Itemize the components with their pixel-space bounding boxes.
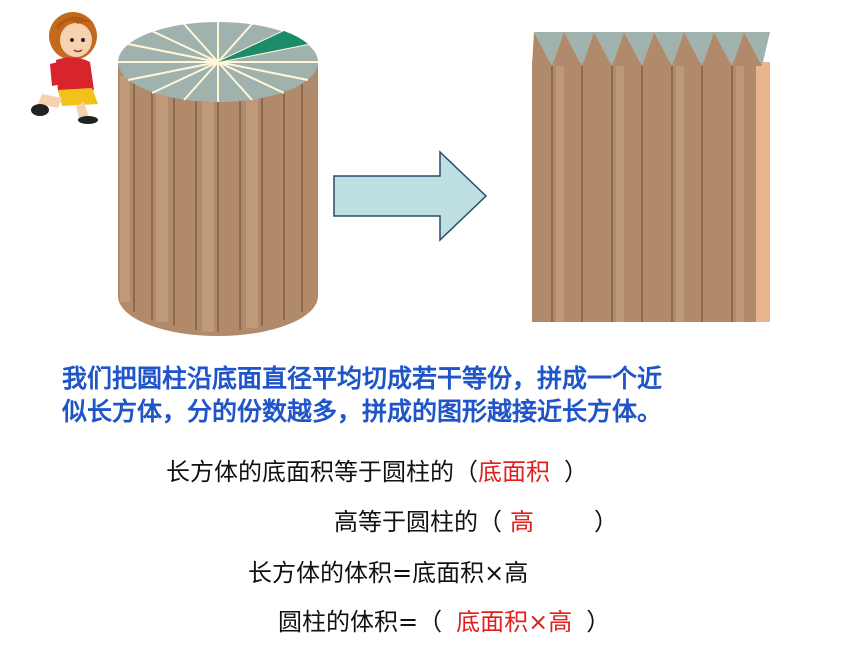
statement-suffix: ） xyxy=(594,508,618,536)
arrow-right-icon xyxy=(333,150,488,242)
cuboid-figure xyxy=(532,32,770,322)
statement-prefix: 长方体的底面积等于圆柱的（ xyxy=(166,458,478,486)
statement-height: 高等于圆柱的（ 高 ） xyxy=(334,502,618,537)
statement-suffix: ） xyxy=(564,458,588,486)
statement-cylinder-volume: 圆柱的体积=（ 底面积×高 ） xyxy=(278,602,610,637)
statement-suffix: ） xyxy=(586,608,611,636)
statement-prefix: 高等于圆柱的（ xyxy=(334,508,502,536)
statement-cuboid-volume: 长方体的体积=底面积×高 xyxy=(248,553,528,588)
statement-base-area: 长方体的底面积等于圆柱的（底面积 ） xyxy=(166,452,588,487)
cylinder-figure xyxy=(118,22,318,336)
statement-prefix: 圆柱的体积=（ xyxy=(278,608,443,636)
answer-text: 底面积 xyxy=(478,458,550,486)
statement-prefix: 长方体的体积=底面积×高 xyxy=(248,559,529,587)
intro-line-1: 我们把圆柱沿底面直径平均切成若干等份，拼成一个近 xyxy=(62,364,663,393)
intro-paragraph: 我们把圆柱沿底面直径平均切成若干等份，拼成一个近 似长方体，分的份数越多，拼成的… xyxy=(62,362,782,428)
answer-text: 底面积×高 xyxy=(456,608,573,636)
answer-text: 高 xyxy=(510,508,534,536)
girl-cartoon-icon xyxy=(31,12,98,124)
intro-line-2: 似长方体，分的份数越多，拼成的图形越接近长方体。 xyxy=(62,397,663,426)
